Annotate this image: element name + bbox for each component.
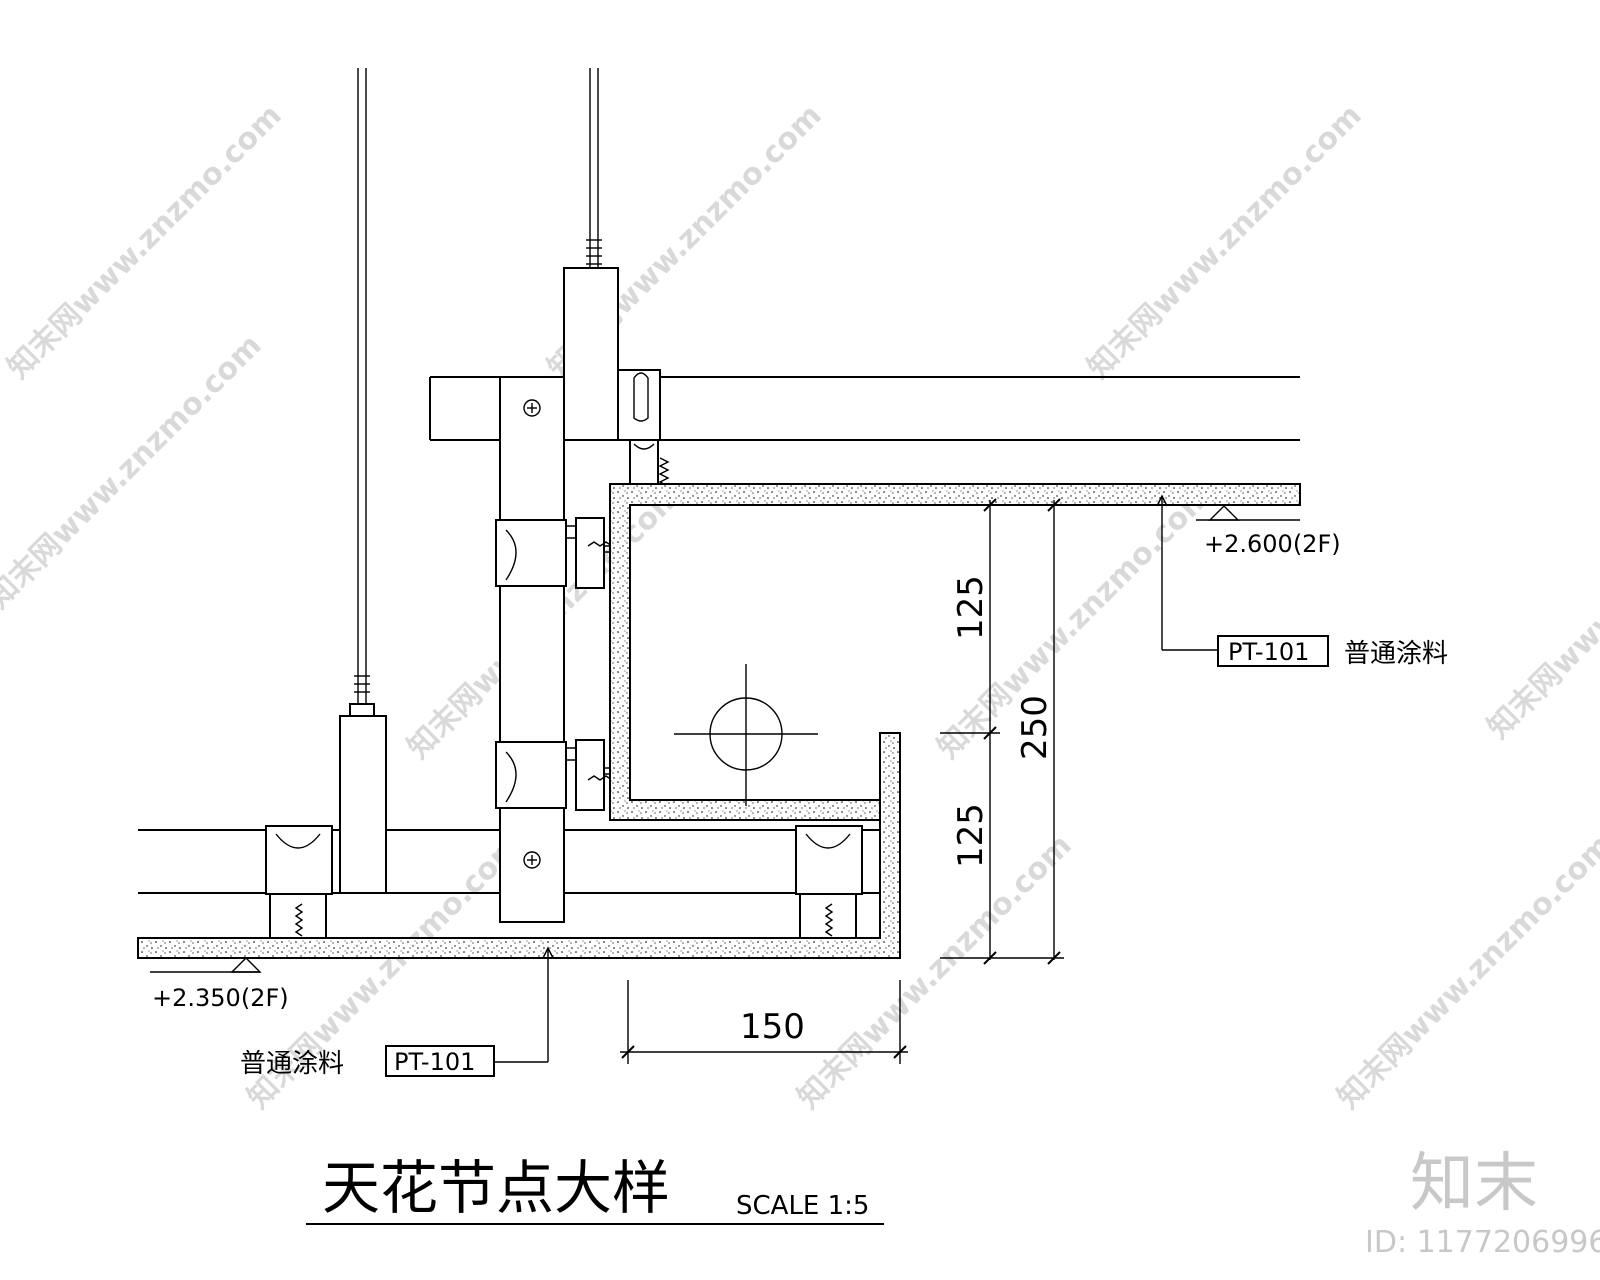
level-lower-text: +2.350(2F) <box>152 984 289 1012</box>
callout-lower-desc: 普通涂料 <box>240 1049 344 1079</box>
lower-gypsum-board <box>137 732 901 959</box>
dimension-125-bottom: 125 <box>951 803 991 868</box>
horizontal-dimension: 150 <box>620 980 908 1064</box>
callout-upper-desc: 普通涂料 <box>1344 639 1448 669</box>
callout-upper-code: PT-101 <box>1228 638 1309 666</box>
watermark-text: 知末网www.znzmo.com <box>1331 828 1600 1116</box>
upper-main-runner <box>429 267 1300 491</box>
level-upper-text: +2.600(2F) <box>1204 530 1341 558</box>
dimension-125-top: 125 <box>951 575 991 640</box>
drawing-title: 天花节点大样 <box>322 1154 670 1222</box>
callout-upper: PT-101 普通涂料 <box>1156 494 1448 669</box>
scale-label: SCALE 1:5 <box>736 1191 869 1221</box>
vertical-dimensions: 125 125 250 <box>940 498 1064 965</box>
side-clips <box>495 517 618 811</box>
lower-main-runner <box>138 715 880 939</box>
watermark-logo: 知末 <box>1410 1147 1538 1221</box>
level-marker-lower: +2.350(2F) <box>150 957 289 1012</box>
watermark-text: 知末网www.znzmo.com <box>1081 98 1369 386</box>
level-marker-upper: +2.600(2F) <box>1196 505 1341 558</box>
vertical-connector <box>499 376 565 923</box>
center-circle-mark <box>674 664 818 806</box>
callout-lower-code: PT-101 <box>394 1048 475 1076</box>
dimension-150: 150 <box>740 1007 805 1047</box>
watermark-id: ID: 1177206996 <box>1365 1225 1600 1260</box>
watermark-text: 知末网www.znzmo.com <box>0 328 269 616</box>
upper-gypsum-board <box>609 483 1301 821</box>
watermark-layer: 知末网www.znzmo.com 知末网www.znzmo.com 知末网www… <box>0 98 1600 1260</box>
title-block: 天花节点大样 SCALE 1:5 <box>306 1154 884 1225</box>
watermark-text: 知末网www.znzmo.com <box>1481 458 1600 746</box>
dimension-250-total: 250 <box>1015 695 1055 760</box>
callout-lower: PT-101 普通涂料 <box>240 946 554 1079</box>
